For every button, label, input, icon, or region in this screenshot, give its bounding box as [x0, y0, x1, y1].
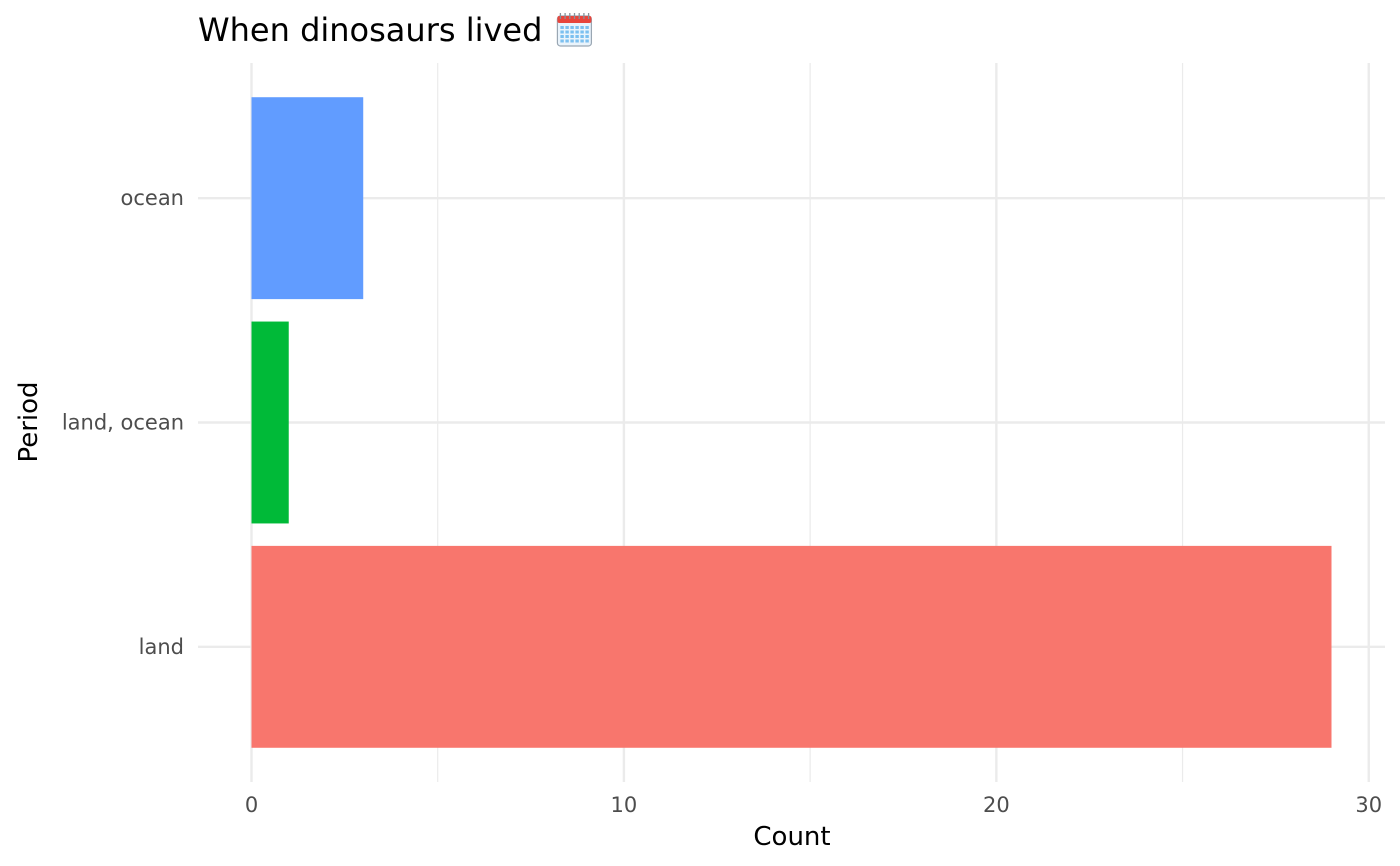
bar: [251, 321, 289, 524]
x-tick-label: 20: [983, 793, 1010, 817]
calendar-cell: [575, 35, 579, 38]
calendar-cell: [575, 26, 579, 29]
calendar-cell: [585, 35, 589, 38]
calendar-cell: [585, 39, 589, 43]
calendar-cell: [565, 26, 569, 29]
y-tick-label: land, ocean: [62, 411, 184, 435]
calendar-cell: [560, 26, 564, 29]
calendar-cell: [585, 26, 589, 29]
y-tick-label: ocean: [121, 186, 185, 210]
calendar-cell: [565, 39, 569, 43]
bar: [251, 545, 1332, 748]
bar: [251, 97, 364, 300]
calendar-cell: [580, 30, 584, 34]
calendar-header: [557, 16, 592, 23]
y-axis-title: Period: [14, 381, 44, 462]
calendar-cell: [580, 39, 584, 43]
calendar-cell: [570, 26, 574, 29]
calendar-cell: [580, 26, 584, 29]
calendar-cell: [560, 35, 564, 38]
x-tick-label: 10: [611, 793, 638, 817]
calendar-cell: [560, 30, 564, 34]
y-tick-labels: land land, ocean ocean: [62, 186, 184, 659]
calendar-cell: [570, 39, 574, 43]
y-tick-label: land: [139, 635, 184, 659]
x-tick-label: 30: [1355, 793, 1382, 817]
chart-title: When dinosaurs lived: [198, 11, 542, 49]
calendar-cell: [565, 35, 569, 38]
calendar-cell: [575, 30, 579, 34]
x-tick-label: 0: [245, 793, 258, 817]
x-tick-labels: 0 10 20 30: [245, 793, 1382, 817]
calendar-icon: [556, 13, 593, 47]
x-axis-title: Count: [753, 822, 830, 852]
calendar-cell: [570, 35, 574, 38]
bars-group: [251, 97, 1332, 748]
calendar-cell: [585, 30, 589, 34]
calendar-cell: [580, 35, 584, 38]
calendar-cell: [560, 39, 564, 43]
calendar-cell: [570, 30, 574, 34]
calendar-cell: [565, 30, 569, 34]
calendar-cell: [575, 39, 579, 43]
